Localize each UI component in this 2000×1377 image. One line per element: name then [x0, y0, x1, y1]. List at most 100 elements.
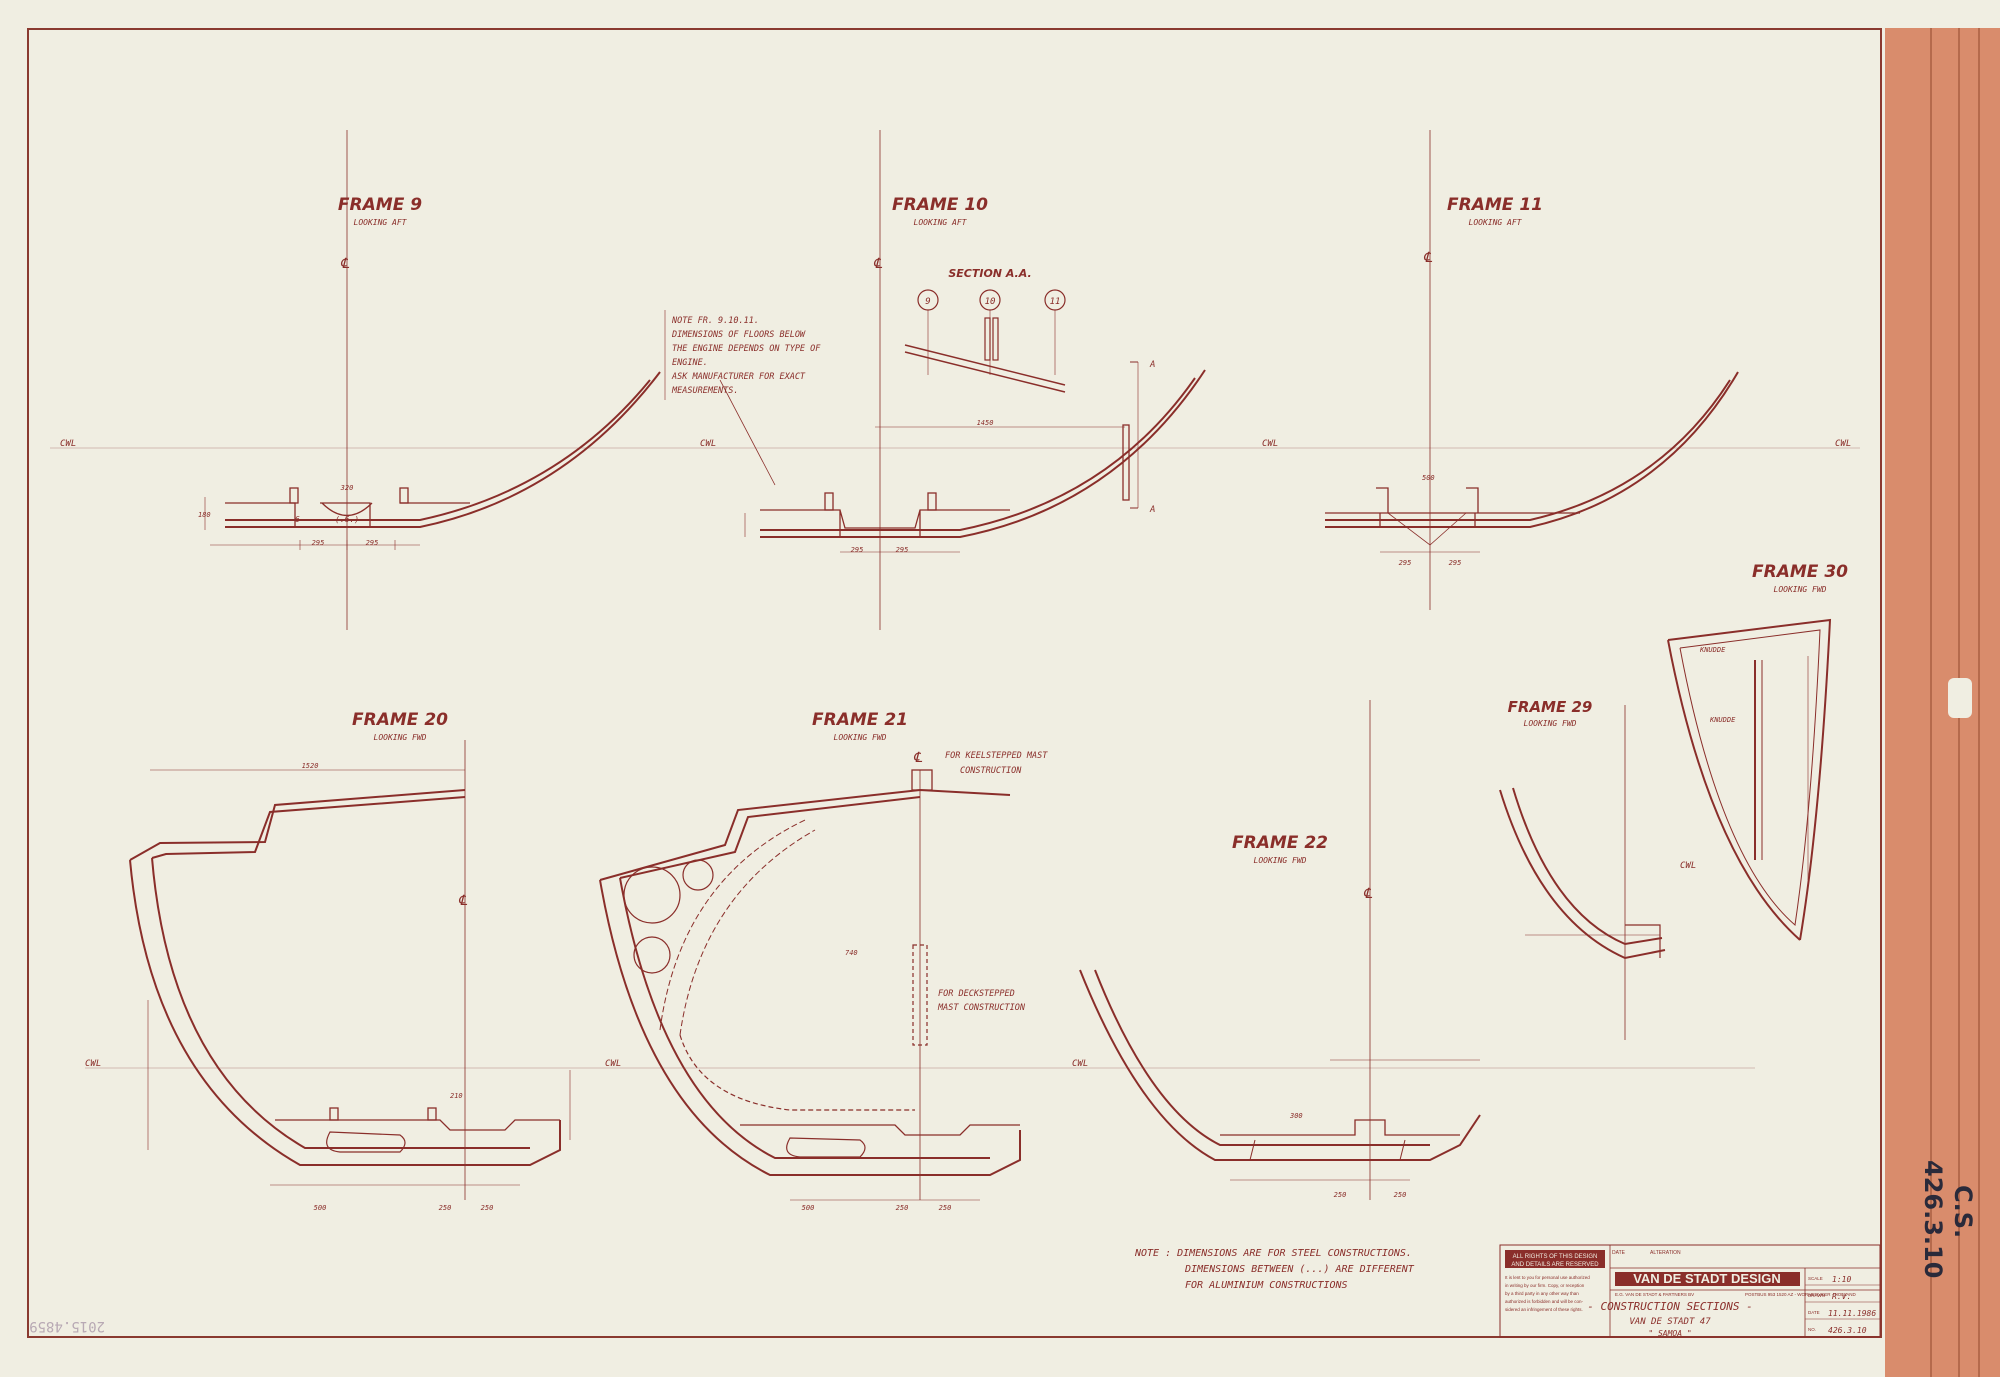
frame-29-subtitle: LOOKING FWD — [1524, 719, 1577, 728]
drawing-border — [27, 28, 1882, 1338]
note-line: MEASUREMENTS. — [671, 386, 739, 396]
engine-note: NOTE FR. 9.10.11. DIMENSIONS OF FLOORS B… — [671, 316, 821, 396]
frame-9-section — [204, 371, 661, 550]
shell-thickness-alu-label: (.6.) — [335, 515, 359, 524]
note-leader-line — [719, 379, 776, 486]
tb-field-key: SCALE — [1808, 1276, 1823, 1281]
knuckle-label-upper: KNUDDE — [1699, 646, 1726, 654]
rights-body: authorized is forbidden and will be con- — [1505, 1299, 1584, 1304]
section-circle-9: 9 — [925, 297, 930, 307]
section-circle-10: 10 — [985, 297, 996, 307]
dimension-label: 500 — [802, 1204, 815, 1212]
dimension-labels: 295 295 320 180 295 295 1450 295 295 500… — [198, 419, 1736, 1212]
title-block — [1499, 1244, 1881, 1338]
centerline-mark: ℄ — [873, 256, 883, 272]
dimension-label: 1520 — [302, 762, 319, 770]
section-arrow-a-bottom: A — [1149, 505, 1155, 515]
dimension-label: 250 — [439, 1204, 452, 1212]
note-line: ENGINE. — [672, 358, 708, 368]
tb-field-value: R.V. — [1832, 1292, 1851, 1301]
rights-body: in writing by our firm. Copy, or recepti… — [1505, 1283, 1585, 1288]
frame-20-section — [129, 769, 571, 1186]
section-arrow-a-top: A — [1149, 360, 1155, 370]
note-line: NOTE : DIMENSIONS ARE FOR STEEL CONSTRUC… — [1134, 1248, 1412, 1259]
rights-body: It is lent to you for personal use autho… — [1505, 1275, 1590, 1280]
archive-number-pencil: 2015.4859 — [29, 1318, 105, 1334]
note-line: ASK MANUFACTURER FOR EXACT — [671, 372, 806, 382]
cwl-label: CWL — [60, 439, 76, 449]
cwl-label: CWL — [1835, 439, 1851, 449]
deckstepped-note: MAST CONSTRUCTION — [937, 1003, 1026, 1013]
firm-name: VAN DE STADT DESIGN — [1633, 1271, 1781, 1286]
dimension-label: 250 — [1394, 1191, 1407, 1199]
knuckle-label-lower: KNUDDE — [1709, 716, 1736, 724]
drawing-title: - CONSTRUCTION SECTIONS - — [1587, 1300, 1753, 1313]
rights-body: sidered an infringement of these rights. — [1505, 1307, 1583, 1312]
tb-field-value: 1:10 — [1832, 1275, 1851, 1284]
frame-20-subtitle: LOOKING FWD — [374, 733, 427, 742]
keelstepped-note: FOR KEELSTEPPED MAST — [945, 751, 1048, 761]
dimension-label: 295 — [851, 546, 864, 554]
dimension-label: 295 — [896, 546, 909, 554]
rights-heading: AND DETAILS ARE RESERVED — [1511, 1262, 1599, 1268]
frame-9-subtitle: LOOKING AFT — [354, 218, 408, 227]
frame-11-section — [1325, 371, 1739, 553]
frame-29-title: FRAME 29 — [1508, 698, 1593, 716]
centerline-mark: ℄ — [1423, 250, 1433, 266]
note-line: DIMENSIONS OF FLOORS BELOW — [671, 330, 806, 340]
tb-field-key: NO. — [1808, 1327, 1816, 1332]
rights-body: by a third party in any other way than — [1505, 1291, 1579, 1296]
frame-22-title: FRAME 22 — [1232, 833, 1328, 853]
dimension-label: 250 — [1334, 1191, 1347, 1199]
model-name: VAN DE STADT 47 — [1629, 1317, 1711, 1327]
firm-sub: E.G. VAN DE STADT & PARTNERS BV — [1615, 1292, 1694, 1297]
tb-field-key: DATE — [1808, 1310, 1820, 1315]
centerline-mark: ℄ — [1363, 886, 1373, 902]
frame-22-subtitle: LOOKING FWD — [1254, 856, 1307, 865]
tab-label-cs: C.S. — [1949, 1185, 1977, 1238]
frame-21-title: FRAME 21 — [812, 710, 908, 730]
tb-header-alteration: ALTERATION — [1650, 1250, 1681, 1256]
centerline-mark: ℄ — [458, 893, 468, 909]
frame-30-title: FRAME 30 — [1752, 562, 1848, 582]
dimension-label: 250 — [939, 1204, 952, 1212]
centerline-mark: ℄ — [340, 256, 350, 272]
frame-10-subtitle: LOOKING AFT — [914, 218, 968, 227]
dimension-label: 250 — [481, 1204, 494, 1212]
cwl-label: CWL — [700, 439, 716, 449]
frame-22-section — [1079, 969, 1481, 1181]
dimension-label: 1450 — [977, 419, 994, 427]
tab-label-number: 426.3.10 — [1919, 1160, 1947, 1278]
cwl-label: CWL — [85, 1059, 101, 1069]
dimension-label: 250 — [896, 1204, 909, 1212]
deckstepped-note: FOR DECKSTEPPED — [938, 989, 1015, 999]
frame-30-section — [1667, 618, 1832, 941]
centerline-mark: ℄ — [913, 750, 923, 766]
frame-21-section — [599, 769, 1021, 1201]
tab-layer-edge — [1978, 28, 1980, 1377]
dimension-label: 210 — [450, 1092, 463, 1100]
tb-field-value: 11.11.1986 — [1828, 1309, 1876, 1318]
section-aa-detail — [904, 289, 1066, 393]
tb-field-key: DRAWN — [1808, 1293, 1825, 1298]
dimension-label: 500 — [314, 1204, 327, 1212]
rights-heading: ALL RIGHTS OF THIS DESIGN — [1513, 1254, 1598, 1260]
note-line: THE ENGINE DEPENDS ON TYPE OF — [672, 344, 821, 354]
tab-notch — [1948, 678, 1972, 718]
note-line: FOR ALUMINIUM CONSTRUCTIONS — [1185, 1280, 1348, 1291]
frame-10-section — [744, 361, 1206, 553]
frame-11-subtitle: LOOKING AFT — [1469, 218, 1523, 227]
cwl-label: CWL — [1262, 439, 1278, 449]
shell-thickness-label: 6 — [295, 515, 300, 524]
frame-29-section — [1499, 787, 1666, 960]
keelstepped-note: CONSTRUCTION — [960, 766, 1022, 776]
frame-10-title: FRAME 10 — [892, 195, 988, 215]
dimension-label: 320 — [340, 484, 354, 492]
cwl-label: CWL — [1680, 861, 1696, 871]
steel-note: NOTE : DIMENSIONS ARE FOR STEEL CONSTRUC… — [1134, 1248, 1415, 1291]
tab-layer-edge — [1930, 28, 1932, 1377]
dimension-label: 295 — [312, 539, 325, 547]
dimension-label: 180 — [198, 511, 211, 519]
cwl-label: CWL — [605, 1059, 621, 1069]
